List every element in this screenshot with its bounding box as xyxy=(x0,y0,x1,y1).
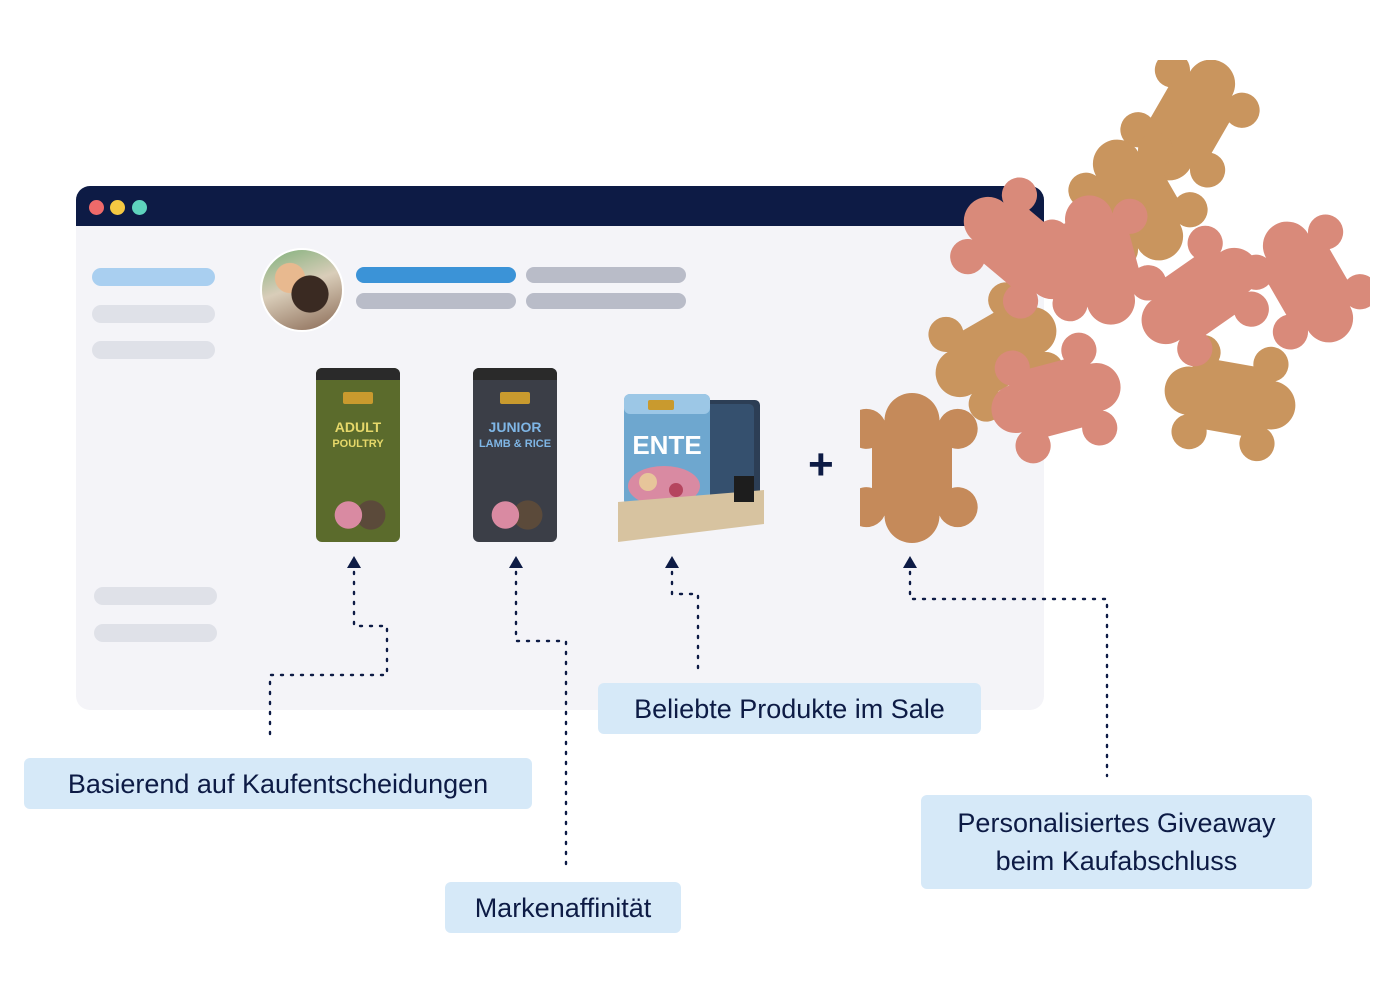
arrow-up-icon xyxy=(903,556,917,568)
label-brand-affinity: Markenaffinität xyxy=(445,882,681,933)
label-purchase-decisions: Basierend auf Kaufentscheidungen xyxy=(24,758,532,809)
header-placeholder-active xyxy=(356,267,516,283)
product-bag-adult: ADULT POULTRY xyxy=(316,368,400,542)
product-name: ADULT xyxy=(334,419,382,435)
product-bag-junior: JUNIOR LAMB & RICE xyxy=(473,368,557,542)
label-text-line1: Personalisiertes Giveaway xyxy=(957,808,1276,838)
product-name: ENTE xyxy=(632,430,702,460)
sidebar-placeholder-active xyxy=(92,268,215,286)
product-name: JUNIOR xyxy=(488,419,542,435)
header-placeholder xyxy=(526,293,686,309)
label-sale-products: Beliebte Produkte im Sale xyxy=(598,683,981,734)
header-placeholder xyxy=(356,293,516,309)
arrow-up-icon xyxy=(665,556,679,568)
label-giveaway: Personalisiertes Giveaway beim Kaufabsch… xyxy=(921,795,1312,889)
arrow-up-icon xyxy=(509,556,523,568)
label-text: Basierend auf Kaufentscheidungen xyxy=(67,768,489,799)
plus-symbol: + xyxy=(808,440,834,489)
window-dot-red-icon xyxy=(89,200,104,215)
window-titlebar xyxy=(76,186,1044,226)
label-text: Beliebte Produkte im Sale xyxy=(634,693,945,724)
sidebar-placeholder xyxy=(94,587,217,605)
sidebar-placeholder xyxy=(94,624,217,642)
sidebar-placeholder xyxy=(92,341,215,359)
arrow-up-icon xyxy=(347,556,361,568)
label-text: Markenaffinität xyxy=(474,892,652,923)
product-subname: POULTRY xyxy=(332,438,384,450)
window-dot-green-icon xyxy=(132,200,147,215)
sidebar-placeholder xyxy=(92,305,215,323)
label-text-line2: beim Kaufabschluss xyxy=(995,846,1238,876)
window-dot-yellow-icon xyxy=(110,200,125,215)
header-placeholder xyxy=(526,267,686,283)
avatar xyxy=(260,248,344,332)
product-subname: LAMB & RICE xyxy=(478,438,552,450)
product-pouch-ente: ENTE xyxy=(618,394,764,542)
